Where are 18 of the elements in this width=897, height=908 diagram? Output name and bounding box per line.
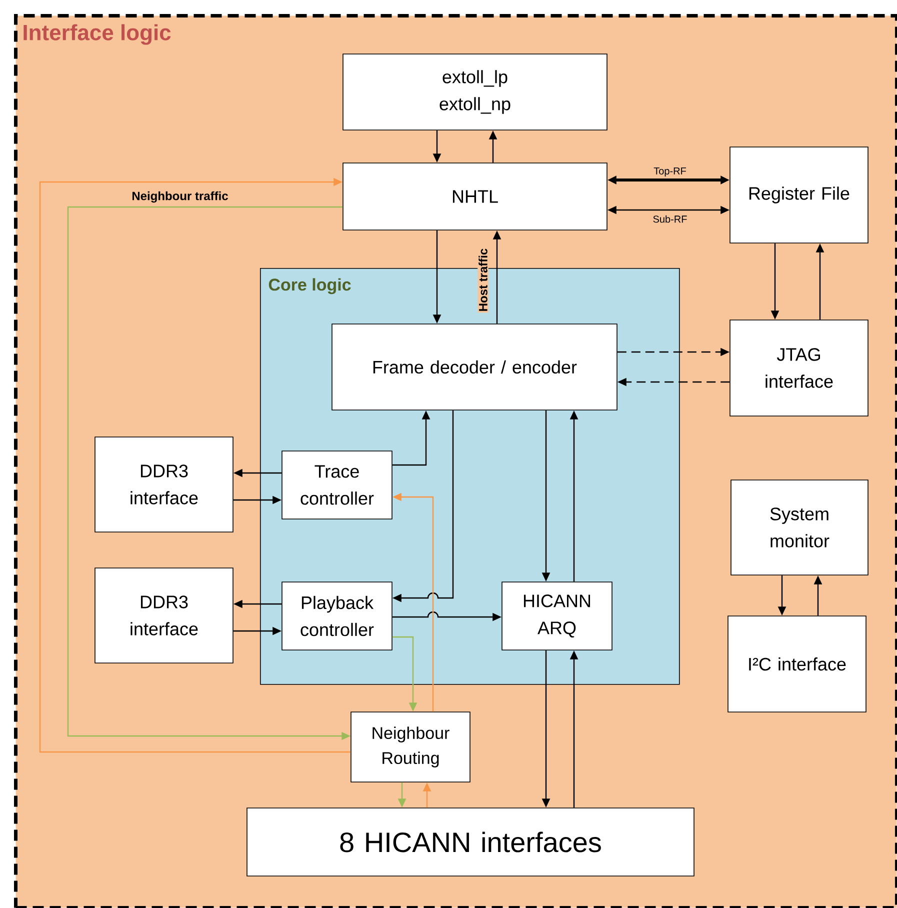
- block-box: Playback controller: [282, 582, 392, 650]
- block-box: DDR3 interface: [94, 568, 234, 664]
- line-label: Neighbour traffic: [132, 191, 228, 203]
- block-box: DDR3 interface: [94, 436, 234, 532]
- block-box: I²C interface: [728, 616, 866, 712]
- block-box: System monitor: [730, 480, 868, 576]
- block-box: NHTL: [342, 162, 608, 230]
- block-box: Frame decoder / encoder: [332, 324, 618, 410]
- arrow: [39, 178, 351, 753]
- block-box: extoll_lp extoll_np: [342, 54, 608, 130]
- block-box: HICANN ARQ: [502, 582, 612, 650]
- block-box: Register File: [730, 146, 868, 244]
- block-box: Trace controller: [282, 450, 392, 520]
- block-box: Neighbour Routing: [350, 712, 470, 782]
- block-box: JTAG interface: [730, 320, 868, 416]
- edge-label: Host traffic: [478, 247, 488, 313]
- edge-label: Top-RF: [652, 166, 688, 178]
- block-box: 8 HICANN interfaces: [246, 808, 694, 876]
